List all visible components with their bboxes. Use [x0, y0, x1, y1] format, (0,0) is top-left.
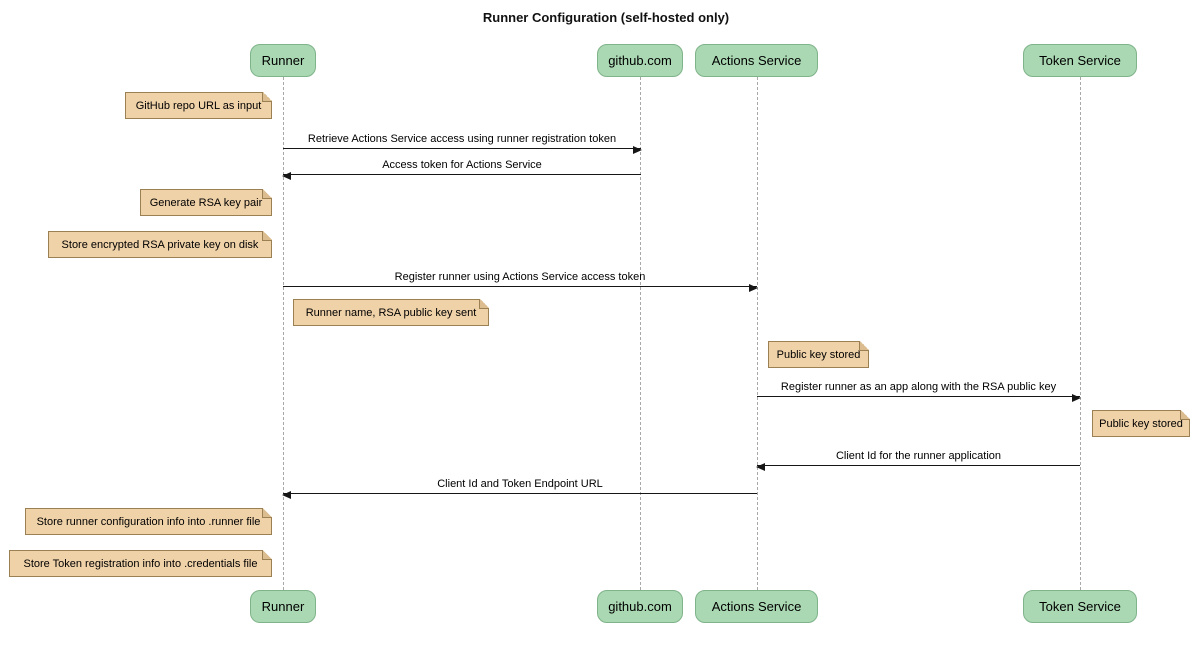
message-client-id-returned: Client Id for the runner application	[756, 450, 1080, 471]
message-register-app: Register runner as an app along with the…	[757, 381, 1081, 402]
message-label: Retrieve Actions Service access using ru…	[307, 133, 617, 145]
message-line	[757, 394, 1081, 402]
participant-token-service-top: Token Service	[1023, 44, 1137, 77]
participant-actions-service-bottom: Actions Service	[695, 590, 818, 623]
message-access-token-returned: Access token for Actions Service	[282, 159, 641, 180]
note-text: Runner name, RSA public key sent	[305, 306, 477, 319]
note-text: Generate RSA key pair	[149, 196, 263, 209]
diagram-title: Runner Configuration (self-hosted only)	[482, 10, 730, 25]
message-label: Register runner using Actions Service ac…	[394, 271, 646, 283]
message-label: Client Id for the runner application	[835, 450, 1002, 462]
note-store-private-key: Store encrypted RSA private key on disk	[48, 231, 272, 258]
participant-actions-service-top: Actions Service	[695, 44, 818, 77]
arrowhead-icon	[749, 284, 758, 292]
note-store-runner-file: Store runner configuration info into .ru…	[25, 508, 272, 535]
note-runner-name-sent: Runner name, RSA public key sent	[293, 299, 489, 326]
note-fold-icon	[479, 299, 489, 309]
lifeline-token-service	[1080, 77, 1081, 590]
note-text: Store Token registration info into .cred…	[23, 557, 258, 570]
note-text: GitHub repo URL as input	[135, 99, 262, 112]
arrowhead-icon	[282, 491, 291, 499]
arrowhead-icon	[1072, 394, 1081, 402]
message-retrieve-access-token: Retrieve Actions Service access using ru…	[283, 133, 642, 154]
note-fold-icon	[262, 92, 272, 102]
lifeline-github	[640, 77, 641, 590]
arrowhead-icon	[282, 172, 291, 180]
note-public-key-stored-token: Public key stored	[1092, 410, 1190, 437]
message-line	[756, 463, 1080, 471]
participant-token-service-bottom: Token Service	[1023, 590, 1137, 623]
message-client-id-endpoint: Client Id and Token Endpoint URL	[282, 478, 757, 499]
note-text: Public key stored	[776, 348, 861, 361]
lifeline-actions-service	[757, 77, 758, 590]
message-line	[283, 146, 642, 154]
participant-runner-top: Runner	[250, 44, 316, 77]
message-label: Client Id and Token Endpoint URL	[437, 478, 603, 490]
participant-runner-bottom: Runner	[250, 590, 316, 623]
note-public-key-stored-actions: Public key stored	[768, 341, 869, 368]
note-fold-icon	[859, 341, 869, 351]
participant-github-bottom: github.com	[597, 590, 683, 623]
note-github-repo-url: GitHub repo URL as input	[125, 92, 272, 119]
note-fold-icon	[262, 231, 272, 241]
note-fold-icon	[262, 508, 272, 518]
arrowhead-icon	[633, 146, 642, 154]
lifeline-runner	[283, 77, 284, 590]
message-line	[283, 284, 758, 292]
note-text: Public key stored	[1099, 417, 1183, 430]
note-fold-icon	[262, 550, 272, 560]
note-fold-icon	[1180, 410, 1190, 420]
note-fold-icon	[262, 189, 272, 199]
note-text: Store runner configuration info into .ru…	[36, 515, 261, 528]
message-line	[282, 491, 757, 499]
note-generate-rsa-key: Generate RSA key pair	[140, 189, 272, 216]
message-register-runner: Register runner using Actions Service ac…	[283, 271, 758, 292]
note-store-credentials-file: Store Token registration info into .cred…	[9, 550, 272, 577]
arrowhead-icon	[756, 463, 765, 471]
message-label: Access token for Actions Service	[382, 159, 542, 171]
message-label: Register runner as an app along with the…	[780, 381, 1057, 393]
note-text: Store encrypted RSA private key on disk	[61, 238, 259, 251]
participant-github-top: github.com	[597, 44, 683, 77]
message-line	[282, 172, 641, 180]
